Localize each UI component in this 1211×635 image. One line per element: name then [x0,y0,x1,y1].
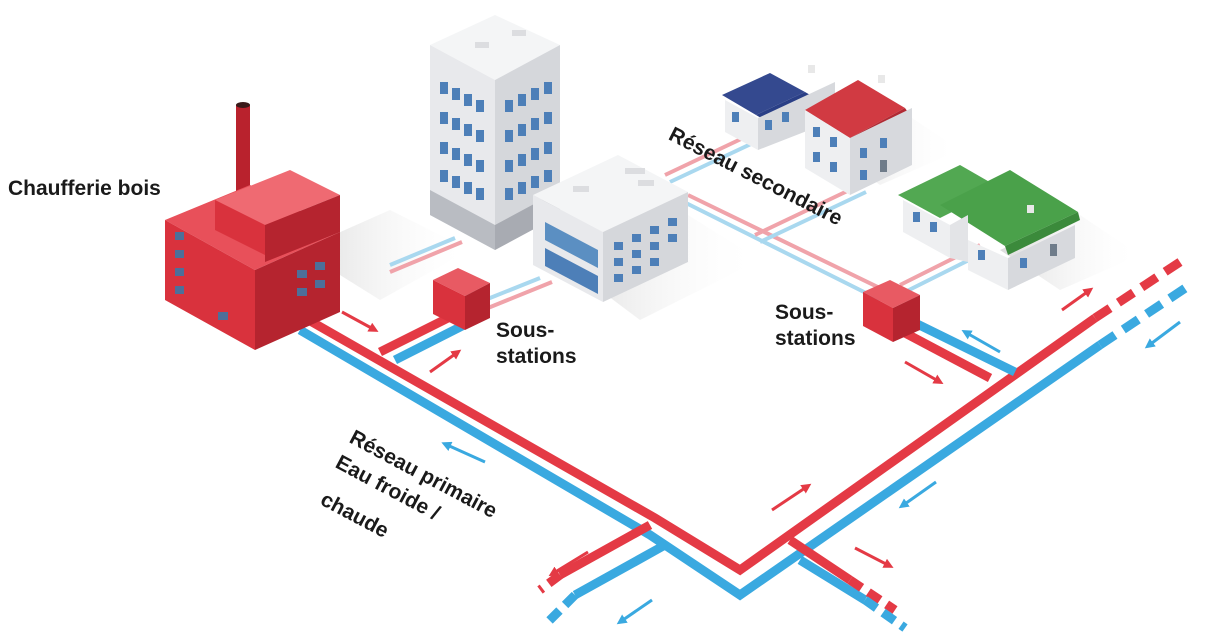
flow-arrow-icon [548,550,589,577]
flow-arrow-icon [1144,320,1181,349]
substation-left-label-line2: stations [496,345,577,368]
flow-arrow-icon [904,360,944,384]
flow-arrow-icon [898,480,937,509]
cold-pipe-main [297,326,1103,601]
flow-arrow-icon [961,330,1001,354]
flow-arrows [341,287,1181,625]
substation-icon [863,280,920,342]
substation-icon [433,268,490,330]
hot-branch-bottom-left [557,521,653,579]
flow-arrow-icon [616,598,653,625]
house-red-roof-icon [805,75,912,195]
flow-arrow-icon [1061,287,1094,312]
house-green-roof-icon [898,165,1080,290]
flow-arrow-icon [341,310,379,332]
primary-network-pipes [297,258,1193,632]
flow-arrow-icon [441,441,486,464]
flow-arrow-icon [429,349,462,374]
flow-arrow-icon [854,546,894,568]
substation-right-label-line1: Sous- [775,301,834,324]
substation-right-label-line2: stations [775,327,856,350]
boiler-label: Chaufferie bois [8,177,161,200]
boiler-icon [165,102,340,350]
cold-branch-left [392,317,473,365]
flow-arrow-icon [771,483,812,512]
cold-branch-bottom-right [797,556,868,604]
cold-branch-bottom-left [572,541,668,599]
hot-pipe-main [302,314,1098,576]
office-building-icon [533,155,688,302]
hot-branch-bottom-right [787,536,853,584]
substation-left-label-line1: Sous- [496,319,555,342]
cold-branch-right [903,313,1017,377]
